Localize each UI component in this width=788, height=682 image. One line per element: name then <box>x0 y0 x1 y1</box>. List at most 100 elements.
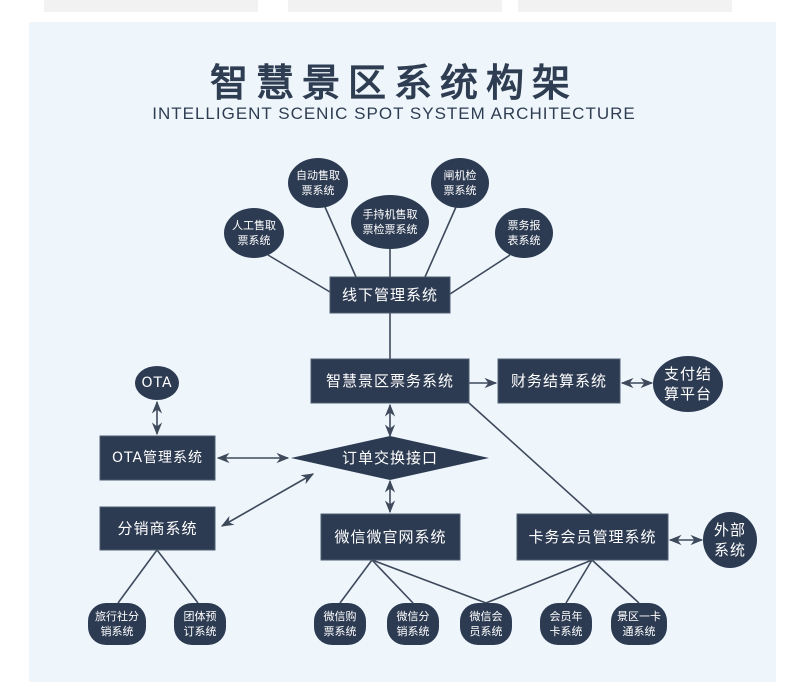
node-shape-member-annual-card <box>540 603 592 645</box>
node-label-wechat-purchase: 微信购 <box>324 609 357 623</box>
node-shape-wechat-site <box>320 513 461 561</box>
node-label-wechat-purchase: 票系统 <box>324 625 357 638</box>
edge-card-member-to-scenic-one-card <box>591 559 640 604</box>
node-label-manual-ticket: 票系统 <box>238 234 271 247</box>
node-shape-group-booking <box>174 603 226 645</box>
node-label-ticketing-system: 智慧景区票务系统 <box>326 372 454 390</box>
edge-ticket-report-to-offline-mgmt <box>449 254 511 295</box>
node-shape-payment-platform <box>653 356 723 412</box>
node-ticketing-system: 智慧景区票务系统 <box>310 358 470 404</box>
edge-distributor-to-travel-agency <box>117 549 158 604</box>
edge-wechat-site-to-wechat-member <box>371 559 487 604</box>
node-shape-ticket-report <box>495 208 553 258</box>
edge-distributor-to-order-exchange <box>220 473 315 527</box>
top-card-placeholder-1 <box>44 0 258 12</box>
node-ota: OTA <box>135 366 179 400</box>
node-shape-auto-ticket <box>288 158 348 208</box>
node-label-wechat-distribution: 销系统 <box>397 624 430 638</box>
node-distributor: 分销商系统 <box>99 506 216 551</box>
node-order-exchange: 订单交换接口 <box>291 436 489 480</box>
node-shape-card-member <box>516 513 669 561</box>
node-label-gate-check: 闸机检 <box>444 168 477 182</box>
node-shape-ticketing-system <box>310 358 470 404</box>
edge-wechat-site-to-wechat-distribution <box>371 559 414 604</box>
node-wechat-site: 微信微官网系统 <box>320 513 461 561</box>
node-shape-wechat-purchase <box>314 603 366 645</box>
node-label-group-booking: 团体预 <box>184 609 217 623</box>
node-label-scenic-one-card: 景区一卡 <box>617 610 661 623</box>
node-shape-order-exchange <box>291 436 489 480</box>
node-label-ticket-report: 票务报 <box>508 218 541 232</box>
node-label-payment-platform: 支付结 <box>664 365 712 383</box>
node-label-handheld-ticket: 手持机售取 <box>363 207 418 221</box>
node-label-scenic-one-card: 通系统 <box>623 625 656 638</box>
node-label-group-booking: 订系统 <box>184 625 217 638</box>
node-offline-mgmt: 线下管理系统 <box>329 276 451 314</box>
node-shape-scenic-one-card <box>611 603 667 645</box>
node-label-wechat-site: 微信微官网系统 <box>334 528 446 546</box>
node-label-travel-agency: 销系统 <box>101 624 134 638</box>
edge-gate-check-to-offline-mgmt <box>424 206 457 278</box>
node-label-ota: OTA <box>141 375 172 391</box>
node-shape-handheld-ticket <box>351 195 429 249</box>
node-label-wechat-member: 微信会 <box>470 609 503 623</box>
node-label-wechat-member: 员系统 <box>470 625 503 638</box>
edge-card-member-to-wechat-member <box>485 559 593 604</box>
top-card-placeholder-2 <box>288 0 502 12</box>
node-label-member-annual-card: 会员年 <box>550 609 583 623</box>
node-label-handheld-ticket: 票检票系统 <box>363 222 418 236</box>
node-shape-finance-settlement <box>497 358 621 404</box>
node-label-distributor: 分销商系统 <box>117 520 197 538</box>
edge-ticketing-system-to-card-member <box>468 402 593 515</box>
node-shape-distributor <box>99 506 216 551</box>
node-label-card-member: 卡务会员管理系统 <box>528 528 656 546</box>
node-label-offline-mgmt: 线下管理系统 <box>342 286 438 304</box>
nodes-layer: 人工售取票系统自动售取票系统手持机售取票检票系统闸机检票系统票务报表系统线下管理… <box>88 158 757 645</box>
edge-manual-ticket-to-offline-mgmt <box>267 254 331 293</box>
diagram-title: 智慧景区系统构架 <box>209 61 578 105</box>
node-shape-ota <box>135 366 179 400</box>
edges-layer <box>117 206 704 604</box>
node-label-travel-agency: 旅行社分 <box>95 609 139 623</box>
node-label-member-annual-card: 卡系统 <box>550 625 583 638</box>
node-label-ticket-report: 表系统 <box>508 233 541 247</box>
node-label-auto-ticket: 票系统 <box>302 184 335 197</box>
node-shape-travel-agency <box>88 603 146 645</box>
node-shape-wechat-member <box>460 603 512 645</box>
node-label-manual-ticket: 人工售取 <box>232 218 276 232</box>
diagram-subtitle: INTELLIGENT SCENIC SPOT SYSTEM ARCHITECT… <box>152 104 636 123</box>
node-shape-gate-check <box>431 158 489 208</box>
node-label-ota-mgmt: OTA管理系统 <box>112 450 203 466</box>
node-label-order-exchange: 订单交换接口 <box>342 449 438 467</box>
node-label-external-system: 系统 <box>714 541 746 559</box>
node-label-gate-check: 票系统 <box>444 184 477 197</box>
node-label-payment-platform: 算平台 <box>664 385 712 403</box>
node-shape-manual-ticket <box>224 208 284 258</box>
node-label-finance-settlement: 财务结算系统 <box>511 372 607 390</box>
edge-wechat-site-to-wechat-purchase <box>339 559 373 604</box>
node-label-external-system: 外部 <box>714 521 746 539</box>
node-ota-mgmt: OTA管理系统 <box>99 435 216 481</box>
node-shape-external-system <box>703 512 757 568</box>
node-shape-ota-mgmt <box>99 435 216 481</box>
node-shape-wechat-distribution <box>387 603 439 645</box>
node-shape-offline-mgmt <box>329 276 451 314</box>
top-card-placeholder-3 <box>518 0 732 12</box>
node-card-member: 卡务会员管理系统 <box>516 513 669 561</box>
edge-distributor-to-group-booking <box>156 549 199 604</box>
